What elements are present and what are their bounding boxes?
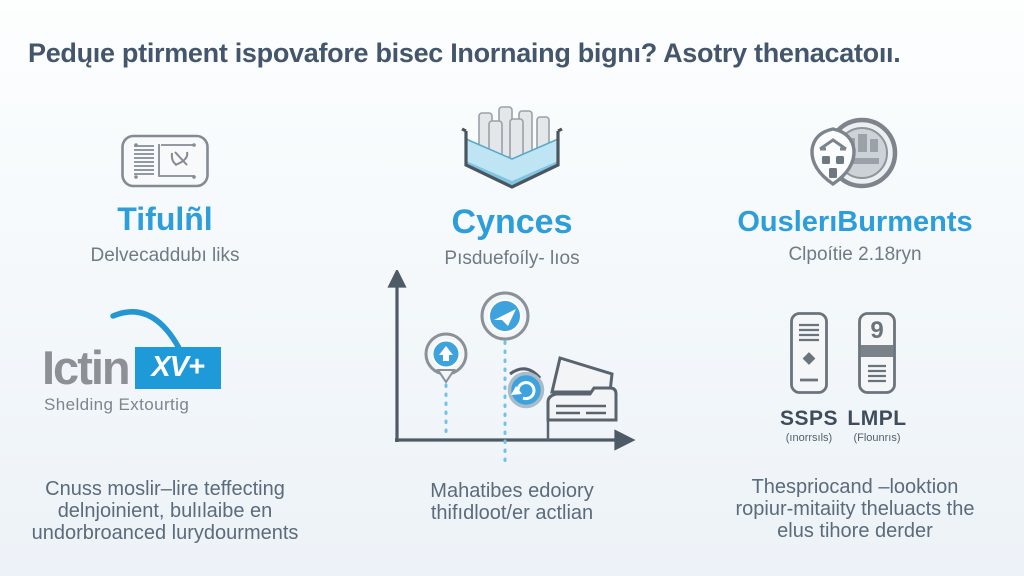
refresh-circle [507,367,545,409]
feature-subtitle-2: Pısduefoíly- lıos [444,248,580,269]
bottom-paragraph-3: Thespriocand –looktion ropiur-mitaiity t… [705,476,1005,542]
tower-label-2: LMPL [847,407,907,430]
paper-shape [546,356,618,440]
bottom-paragraph-2-line-1: Mahatibes edoiory [430,480,594,502]
feature-heading-3: OuslerıBurments [737,206,973,238]
server-tower-icon [790,312,828,394]
tower-block-1: SSPS (ınorrsıls) [767,310,851,444]
bottom-paragraph-3-line-3: elus tihore derder [777,520,933,542]
map-pin-2 [480,291,530,341]
bottom-paragraph-1-line-1: Cnuss moslir–lire teffecting [45,478,285,500]
bottom-paragraph-1-line-2: delnjoinient, bulılaibe en [57,500,273,522]
chart-illustration [387,270,636,464]
feature-subtitle-1: Delvecaddubı liks [90,245,240,266]
bottom-paragraph-1-line-3: undorbroanced lurydourments [31,522,299,544]
tower-sublabel-1: (ınorrsıls) [785,432,833,444]
logo-swoosh-icon [110,309,187,360]
logo-badge: XV+ [134,346,221,389]
tower-sublabel-2: (Flounrıs) [853,432,901,444]
chart-dashed-lines [444,340,507,464]
feature-heading-1: Tifulñl [117,201,213,237]
feature-subtitle-3: Clpoítie 2.18ryn [788,244,922,265]
bottom-paragraph-2-line-2: thifıdloot/er actlian [430,502,594,524]
meter-tower-icon: 9 [858,312,896,394]
bottom-paragraph-1: Cnuss moslir–lire teffecting delnjoinien… [10,478,320,544]
tower-digit: 9 [870,317,883,344]
coin-shield-icon [810,117,898,189]
map-pin-1 [424,332,468,384]
slide-title: Pedųıe ptirment ispovafore bisec Inornai… [28,38,901,68]
bottom-paragraph-2: Mahatibes edoiory thifıdloot/er actlian [392,480,632,524]
logo-wordmark: Ictin [42,341,131,394]
chart-axes [387,270,636,451]
feature-heading-2: Cynces [451,203,573,241]
tower-block-2: 9 LMPL (Flounrıs) [835,310,919,444]
logo-tagline: Shelding Extourtig [44,395,190,414]
cube-container-icon [461,106,563,189]
license-plate-icon [121,134,209,188]
tower-label-1: SSPS [779,407,839,430]
bottom-paragraph-3-line-2: ropiur-mitaiity theluacts the [735,498,975,520]
logo: Ictin XV+ [42,344,221,391]
bottom-paragraph-3-line-1: Thespriocand –looktion [751,476,959,498]
